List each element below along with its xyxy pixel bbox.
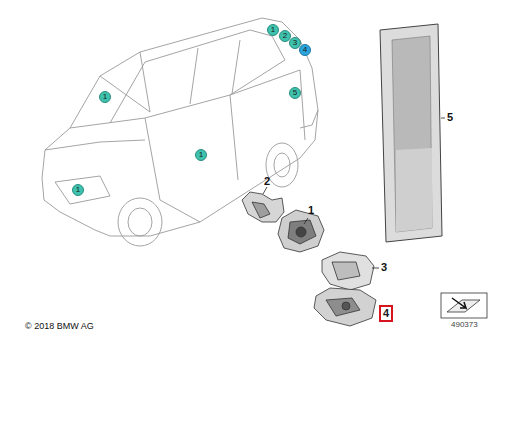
callout-circle: 1 — [267, 24, 279, 36]
callout-circle: 1 — [99, 91, 111, 103]
part-number: 5 — [447, 112, 453, 123]
control-unit — [380, 24, 442, 242]
part-number: 1 — [308, 205, 314, 216]
callout-number: 4 — [303, 46, 307, 54]
callout-number: 3 — [293, 39, 297, 47]
callout-number: 1 — [271, 26, 275, 34]
callout-number: 1 — [199, 151, 203, 159]
callout-number: 2 — [283, 32, 287, 40]
callout-circle: 1 — [72, 184, 84, 196]
callout-circle: 5 — [289, 87, 301, 99]
leader-lines — [263, 118, 445, 268]
diagram-id: 490373 — [451, 321, 478, 329]
callout-circle: 1 — [195, 149, 207, 161]
callout-number: 1 — [103, 93, 107, 101]
copyright-note: © 2018 BMW AG — [25, 322, 94, 331]
view-icon — [441, 293, 487, 318]
part-number: 3 — [381, 262, 387, 273]
callout-number: 5 — [293, 89, 297, 97]
part-number: 2 — [264, 176, 270, 187]
vehicle-outline — [42, 18, 318, 246]
callout-number: 4 — [383, 308, 389, 319]
part-drawings — [242, 192, 376, 326]
highlight-box: 4 — [379, 305, 393, 322]
callout-circle: 4 — [299, 44, 311, 56]
callout-number: 1 — [76, 186, 80, 194]
